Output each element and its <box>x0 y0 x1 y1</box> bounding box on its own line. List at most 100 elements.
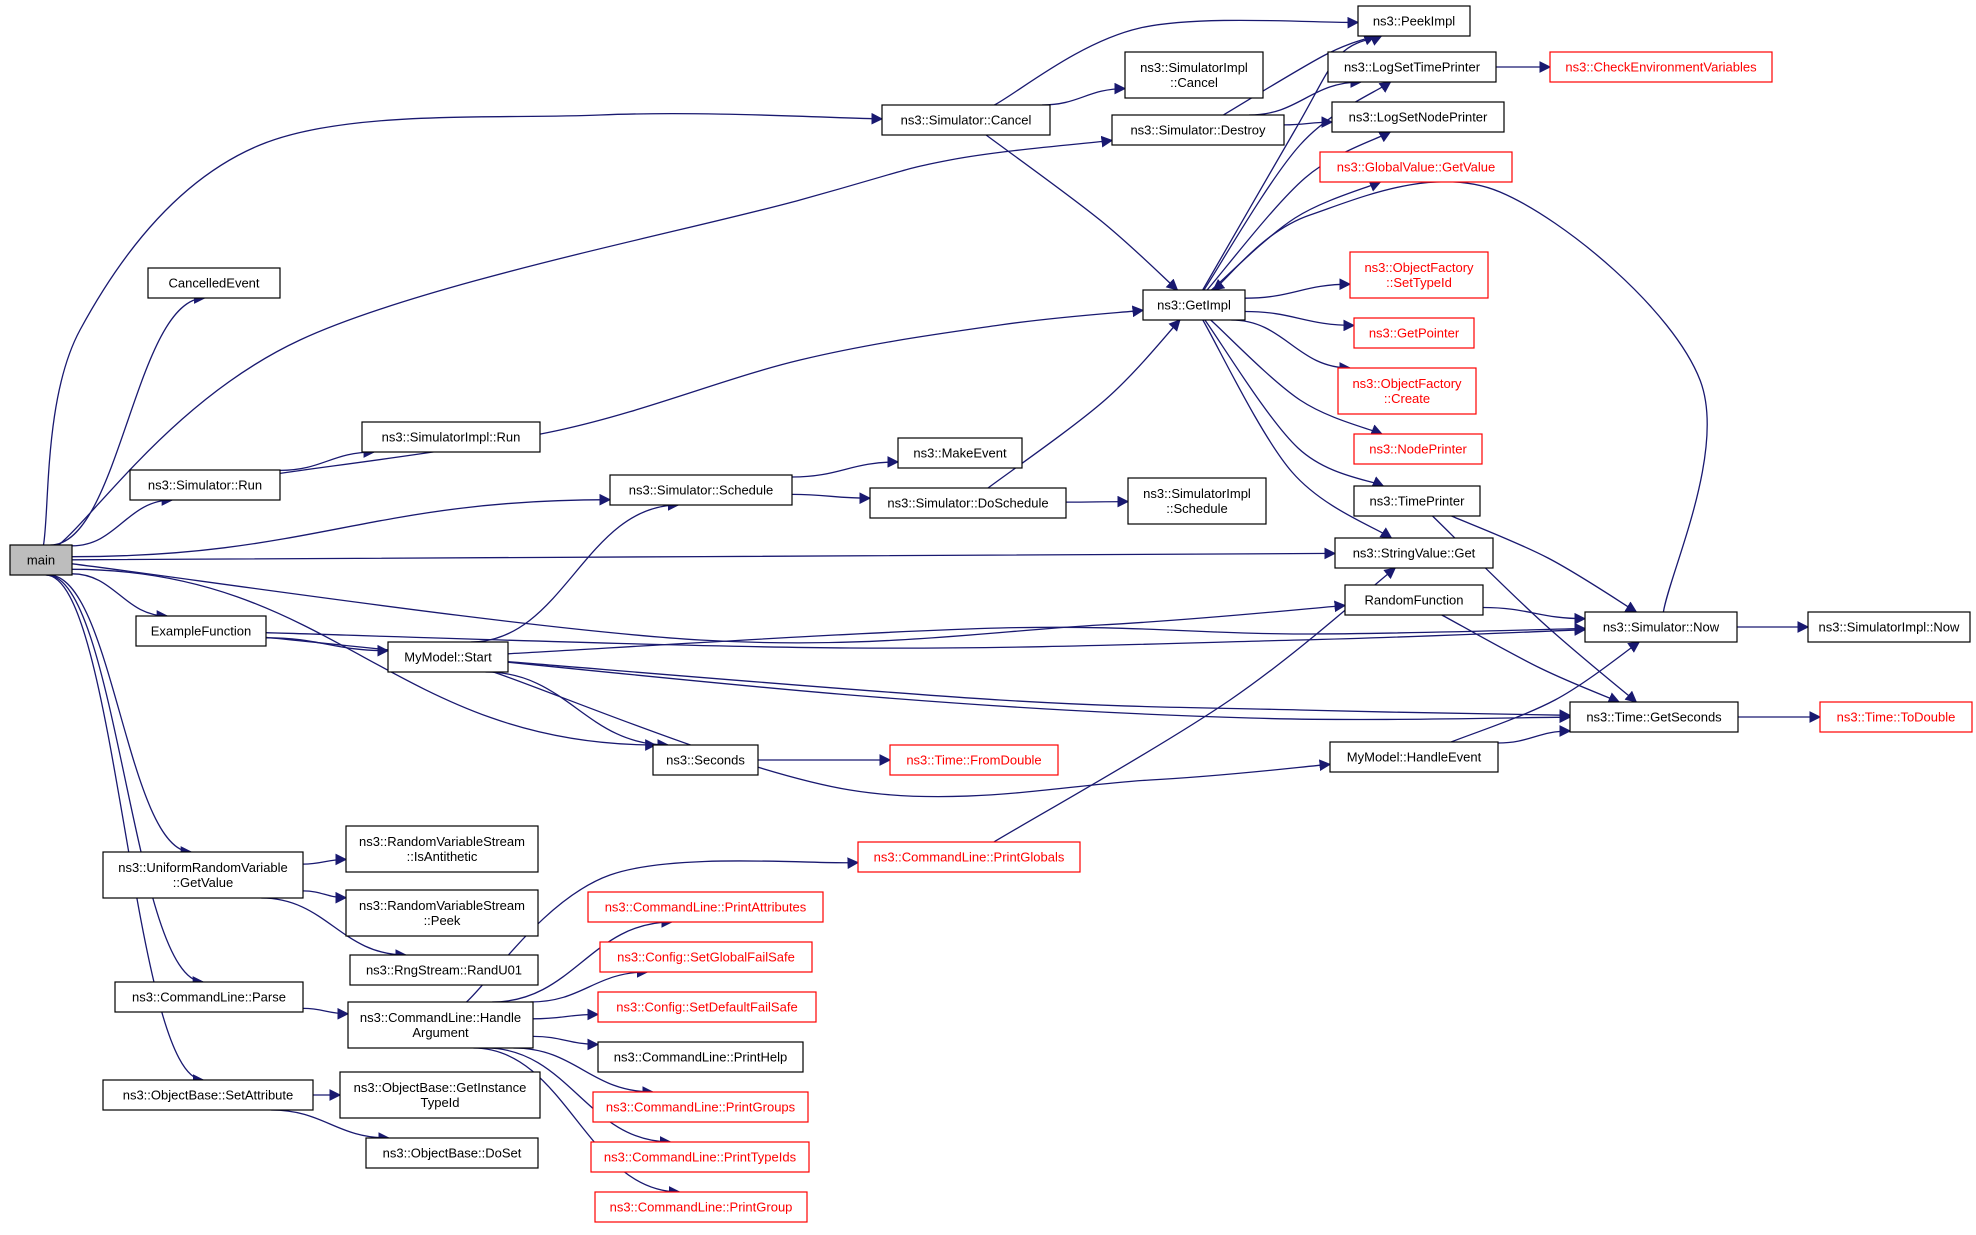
node-simimpl_schedule[interactable]: ns3::SimulatorImpl::Schedule <box>1127 477 1267 525</box>
node-box-objbase_doset[interactable] <box>365 1137 539 1169</box>
node-box-logsettimeprinter[interactable] <box>1327 51 1497 83</box>
node-box-simimpl_run[interactable] <box>361 421 541 453</box>
node-box-simimpl_cancel[interactable] <box>1124 51 1264 99</box>
node-simimpl_now[interactable]: ns3::SimulatorImpl::Now <box>1807 611 1971 643</box>
node-sim_cancel[interactable]: ns3::Simulator::Cancel <box>881 104 1051 136</box>
node-sim_now[interactable]: ns3::Simulator::Now <box>1584 611 1738 643</box>
node-box-sim_doschedule[interactable] <box>869 487 1067 519</box>
node-box-getimpl[interactable] <box>1142 289 1246 321</box>
node-objbase_setattr[interactable]: ns3::ObjectBase::SetAttribute <box>102 1079 314 1111</box>
node-printattributes[interactable]: ns3::CommandLine::PrintAttributes <box>587 891 824 923</box>
node-makeevent[interactable]: ns3::MakeEvent <box>897 437 1023 469</box>
node-box-objbase_getinstance[interactable] <box>339 1071 541 1119</box>
node-box-printhelp[interactable] <box>597 1041 804 1073</box>
node-sim_schedule[interactable]: ns3::Simulator::Schedule <box>609 474 793 506</box>
node-mymodel_handleevent[interactable]: MyModel::HandleEvent <box>1329 741 1499 773</box>
node-box-rvs_peek[interactable] <box>345 889 539 937</box>
node-peekimpl[interactable]: ns3::PeekImpl <box>1357 5 1471 37</box>
node-box-mymodel_handleevent[interactable] <box>1329 741 1499 773</box>
node-time_fromdouble[interactable]: ns3::Time::FromDouble <box>889 744 1059 776</box>
node-box-objfactory_create[interactable] <box>1337 367 1477 415</box>
node-box-printglobals[interactable] <box>857 841 1081 873</box>
node-box-printtypeids[interactable] <box>590 1141 810 1173</box>
node-objfactory_create[interactable]: ns3::ObjectFactory::Create <box>1337 367 1477 415</box>
node-logsetnodeprinter[interactable]: ns3::LogSetNodePrinter <box>1331 101 1505 133</box>
node-box-cmdline_parse[interactable] <box>114 981 304 1013</box>
node-box-objbase_setattr[interactable] <box>102 1079 314 1111</box>
node-box-cancelled_event[interactable] <box>147 267 281 299</box>
node-rng_randu01[interactable]: ns3::RngStream::RandU01 <box>349 954 539 986</box>
node-box-objfactory_settypeid[interactable] <box>1349 251 1489 299</box>
node-objbase_doset[interactable]: ns3::ObjectBase::DoSet <box>365 1137 539 1169</box>
node-box-sim_destroy[interactable] <box>1111 114 1285 146</box>
node-box-nodeprinter[interactable] <box>1353 433 1483 465</box>
node-getpointer[interactable]: ns3::GetPointer <box>1353 317 1475 349</box>
node-box-time_fromdouble[interactable] <box>889 744 1059 776</box>
node-logsettimeprinter[interactable]: ns3::LogSetTimePrinter <box>1327 51 1497 83</box>
node-box-logsetnodeprinter[interactable] <box>1331 101 1505 133</box>
node-box-simimpl_now[interactable] <box>1807 611 1971 643</box>
node-example_function[interactable]: ExampleFunction <box>135 615 267 647</box>
node-box-printgroups[interactable] <box>592 1091 809 1123</box>
node-box-peekimpl[interactable] <box>1357 5 1471 37</box>
node-simimpl_cancel[interactable]: ns3::SimulatorImpl::Cancel <box>1124 51 1264 99</box>
node-printgroups[interactable]: ns3::CommandLine::PrintGroups <box>592 1091 809 1123</box>
node-getimpl[interactable]: ns3::GetImpl <box>1142 289 1246 321</box>
node-box-time_todouble[interactable] <box>1819 701 1973 733</box>
node-box-sim_run[interactable] <box>129 469 281 501</box>
node-box-urv_getvalue[interactable] <box>102 851 304 899</box>
node-objfactory_settypeid[interactable]: ns3::ObjectFactory::SetTypeId <box>1349 251 1489 299</box>
node-checkenv[interactable]: ns3::CheckEnvironmentVariables <box>1549 51 1773 83</box>
node-sim_doschedule[interactable]: ns3::Simulator::DoSchedule <box>869 487 1067 519</box>
node-setdefaultfailsafe[interactable]: ns3::Config::SetDefaultFailSafe <box>597 991 817 1023</box>
node-sim_destroy[interactable]: ns3::Simulator::Destroy <box>1111 114 1285 146</box>
node-box-time_getseconds[interactable] <box>1569 701 1739 733</box>
node-mymodel_start[interactable]: MyModel::Start <box>387 641 509 673</box>
node-rvs_peek[interactable]: ns3::RandomVariableStream::Peek <box>345 889 539 937</box>
node-urv_getvalue[interactable]: ns3::UniformRandomVariable::GetValue <box>102 851 304 899</box>
node-sim_run[interactable]: ns3::Simulator::Run <box>129 469 281 501</box>
node-box-cmdline_handlearg[interactable] <box>347 1001 534 1049</box>
node-stringvalue_get[interactable]: ns3::StringValue::Get <box>1334 537 1494 569</box>
node-box-sim_cancel[interactable] <box>881 104 1051 136</box>
node-main[interactable]: main <box>9 544 73 576</box>
node-box-rvs_isantithetic[interactable] <box>345 825 539 873</box>
node-box-seconds[interactable] <box>652 744 759 776</box>
node-nodeprinter[interactable]: ns3::NodePrinter <box>1353 433 1483 465</box>
node-cmdline_parse[interactable]: ns3::CommandLine::Parse <box>114 981 304 1013</box>
node-box-rng_randu01[interactable] <box>349 954 539 986</box>
node-box-printattributes[interactable] <box>587 891 824 923</box>
node-box-stringvalue_get[interactable] <box>1334 537 1494 569</box>
node-box-mymodel_start[interactable] <box>387 641 509 673</box>
node-cancelled_event[interactable]: CancelledEvent <box>147 267 281 299</box>
node-rvs_isantithetic[interactable]: ns3::RandomVariableStream::IsAntithetic <box>345 825 539 873</box>
node-box-sim_now[interactable] <box>1584 611 1738 643</box>
node-box-checkenv[interactable] <box>1549 51 1773 83</box>
node-box-makeevent[interactable] <box>897 437 1023 469</box>
node-box-getpointer[interactable] <box>1353 317 1475 349</box>
node-simimpl_run[interactable]: ns3::SimulatorImpl::Run <box>361 421 541 453</box>
node-box-setdefaultfailsafe[interactable] <box>597 991 817 1023</box>
node-box-printgroup[interactable] <box>594 1191 808 1223</box>
node-printgroup[interactable]: ns3::CommandLine::PrintGroup <box>594 1191 808 1223</box>
node-box-sim_schedule[interactable] <box>609 474 793 506</box>
node-time_getseconds[interactable]: ns3::Time::GetSeconds <box>1569 701 1739 733</box>
node-random_function[interactable]: RandomFunction <box>1344 584 1484 616</box>
node-printtypeids[interactable]: ns3::CommandLine::PrintTypeIds <box>590 1141 810 1173</box>
node-box-timeprinter[interactable] <box>1353 485 1481 517</box>
node-printhelp[interactable]: ns3::CommandLine::PrintHelp <box>597 1041 804 1073</box>
node-box-example_function[interactable] <box>135 615 267 647</box>
node-box-globalvalue_getvalue[interactable] <box>1319 151 1513 183</box>
node-printglobals[interactable]: ns3::CommandLine::PrintGlobals <box>857 841 1081 873</box>
node-globalvalue_getvalue[interactable]: ns3::GlobalValue::GetValue <box>1319 151 1513 183</box>
node-seconds[interactable]: ns3::Seconds <box>652 744 759 776</box>
node-box-random_function[interactable] <box>1344 584 1484 616</box>
node-box-setglobalfailsafe[interactable] <box>599 941 813 973</box>
node-time_todouble[interactable]: ns3::Time::ToDouble <box>1819 701 1973 733</box>
node-box-main[interactable] <box>9 544 73 576</box>
node-setglobalfailsafe[interactable]: ns3::Config::SetGlobalFailSafe <box>599 941 813 973</box>
node-box-simimpl_schedule[interactable] <box>1127 477 1267 525</box>
node-timeprinter[interactable]: ns3::TimePrinter <box>1353 485 1481 517</box>
